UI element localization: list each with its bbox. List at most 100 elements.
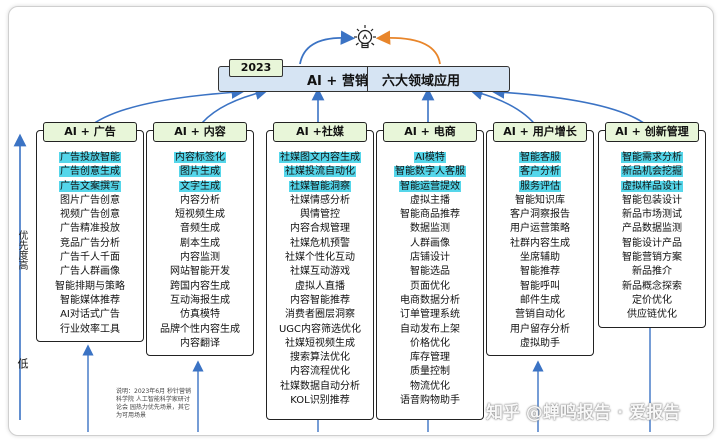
column-header: AI +社媒 [273,122,367,142]
list-item: 价格优化 [377,337,483,351]
item-label: 广告千人千面 [60,252,120,264]
item-label: 人群画像 [410,237,450,249]
item-label: 智能数字人客服 [394,166,466,178]
item-label: 内容翻译 [180,337,220,349]
item-label: 营销自动化 [515,309,565,321]
column-header: AI + 创新管理 [605,122,699,142]
list-item: 广告千人千面 [37,251,143,265]
item-label: 定价优化 [632,294,672,306]
item-label: 坐席辅助 [520,252,560,264]
item-label: 内容监测 [180,252,220,264]
column-5: AI + 用户增长智能客服客户分析服务评估智能知识库客户洞察报告用户运营策略社群… [486,122,594,357]
item-label: 用户运营策略 [510,223,570,235]
item-label: 网站智能开发 [170,266,230,278]
item-label: 图片生成 [179,166,221,178]
priority-item: 智能需求分析 [599,151,705,165]
list-item: 社媒危机预警 [267,237,373,251]
arrow-col6-to-title [491,86,651,129]
list-item: 消费者圈层洞察 [267,308,373,322]
item-label: 图片广告创意 [60,194,120,206]
item-label: 虚拟主播 [410,194,450,206]
list-item: 客户洞察报告 [487,208,593,222]
list-item: 订单管理系统 [377,308,483,322]
item-label: 智能选品 [410,266,450,278]
list-item: 用户留存分析 [487,323,593,337]
item-label: AI模特 [414,152,446,163]
list-item: 产品数据监测 [599,222,705,236]
item-label: 产品数据监测 [622,223,682,235]
list-item: 网站智能开发 [147,265,253,279]
list-item: 舆情管控 [267,208,373,222]
item-label: 内容合规管理 [290,223,350,235]
item-label: 社媒智能洞察 [289,180,351,192]
item-label: 互动海报生成 [170,294,230,306]
title-sub: 六大领域应用 [382,74,461,89]
column-header: AI + 内容 [153,122,247,142]
item-label: 广告精准投放 [60,223,120,235]
item-label: 物流优化 [410,380,450,392]
title-divider [367,67,368,91]
item-label: 社媒数据自动分析 [280,380,360,392]
list-item: 物流优化 [377,380,483,394]
list-item: 内容监测 [147,251,253,265]
list-item: 质量控制 [377,365,483,379]
list-item: 社媒数据自动分析 [267,380,373,394]
item-label: 智能商品推荐 [400,209,460,221]
list-item: 智能设计产品 [599,237,705,251]
list-item: 定价优化 [599,294,705,308]
item-label: 新品推介 [632,266,672,278]
axis-label-low: 低 [16,358,29,369]
list-item: 广告精准投放 [37,222,143,236]
priority-item: 服务评估 [487,180,593,194]
column-item-list: AI模特智能数字人客服智能运营提效虚拟主播智能商品推荐数据监测人群画像店铺设计智… [377,131,483,412]
item-label: 剧本生成 [180,237,220,249]
priority-item: 广告投放智能 [37,151,143,165]
list-item: 新品推介 [599,265,705,279]
column-6: AI + 创新管理智能需求分析新品机会挖掘虚拟样品设计智能包装设计新品市场测试产… [598,122,706,328]
list-item: 店铺设计 [377,251,483,265]
item-label: 社媒短视频生成 [285,337,355,349]
item-label: 广告人群画像 [60,266,120,278]
list-item: 社媒个性化互动 [267,251,373,265]
item-label: 内容流程优化 [290,366,350,378]
priority-item: 文字生成 [147,180,253,194]
list-item: 智能媒体推荐 [37,294,143,308]
year-badge: 2023 [229,59,283,77]
item-label: 店铺设计 [410,252,450,264]
arrow-title-to-bulb-blue [299,30,356,65]
list-item: 互动海报生成 [147,294,253,308]
item-label: 新品市场测试 [622,209,682,221]
priority-item: 社媒投流自动化 [267,165,373,179]
item-label: 社媒互动游戏 [290,266,350,278]
priority-item: 社媒图文内容生成 [267,151,373,165]
column-3: AI +社媒社媒图文内容生成社媒投流自动化社媒智能洞察社媒情感分析舆情管控内容合… [266,122,374,420]
list-item: 内容流程优化 [267,365,373,379]
list-item: 虚拟主播 [377,194,483,208]
list-item: 邮件生成 [487,294,593,308]
item-label: 短视频生成 [175,209,225,221]
item-label: 库存管理 [410,352,450,364]
list-item: 搜索算法优化 [267,351,373,365]
column-1: AI + 广告广告投放智能广告创意生成广告文案撰写图片广告创意视频广告创意广告精… [36,122,144,342]
list-item: 社媒互动游戏 [267,265,373,279]
item-label: UGC内容筛选优化 [278,323,362,335]
priority-item: 虚拟样品设计 [599,180,705,194]
item-label: 视频广告创意 [60,209,120,221]
list-item: 行业效率工具 [37,323,143,337]
item-label: 品牌个性内容生成 [160,323,240,335]
list-item: 音频生成 [147,222,253,236]
item-label: 订单管理系统 [400,309,460,321]
item-label: 社媒投流自动化 [284,166,356,178]
item-label: 舆情管控 [300,209,340,221]
item-label: 数据监测 [410,223,450,235]
column-item-list: 内容标签化图片生成文字生成内容分析短视频生成音频生成剧本生成内容监测网站智能开发… [147,131,253,355]
item-label: 社媒危机预警 [290,237,350,249]
list-item: 品牌个性内容生成 [147,323,253,337]
column-2: AI + 内容内容标签化图片生成文字生成内容分析短视频生成音频生成剧本生成内容监… [146,122,254,357]
item-label: 竞品广告分析 [60,237,120,249]
list-item: 虚拟人直播 [267,280,373,294]
item-label: 语音购物助手 [400,395,460,407]
priority-item: 广告创意生成 [37,165,143,179]
list-item: 用户运营策略 [487,222,593,236]
